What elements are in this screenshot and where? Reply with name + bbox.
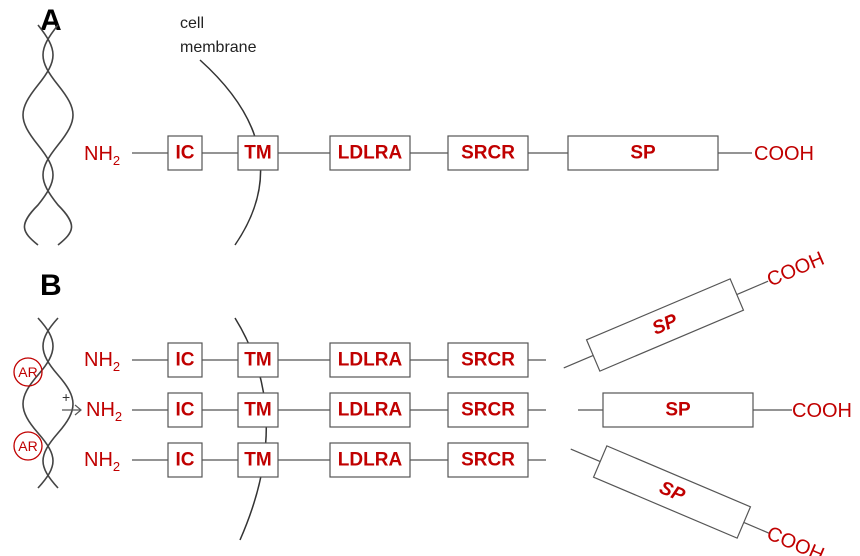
tm-domain-label: TM xyxy=(244,143,271,164)
srcr-domain xyxy=(447,392,529,428)
tm-domain-label: TM xyxy=(244,450,271,471)
membrane-label-line1: cell xyxy=(180,15,204,32)
plus-sign: + xyxy=(62,389,70,405)
ic-domain xyxy=(167,342,203,378)
ldlra-domain xyxy=(329,135,411,171)
ic-domain-label: IC xyxy=(176,400,195,421)
androgen-receptor-icon xyxy=(13,357,43,387)
c-terminus: COOH xyxy=(792,400,852,422)
sp-domain xyxy=(567,135,719,171)
n-terminus: NH2 xyxy=(84,349,120,374)
srcr-domain-label: SRCR xyxy=(461,450,515,471)
srcr-domain-label: SRCR xyxy=(461,143,515,164)
membrane-label-line2: membrane xyxy=(180,39,257,56)
ic-domain-label: IC xyxy=(176,450,195,471)
c-terminus: COOH xyxy=(754,143,814,165)
srcr-domain-label: SRCR xyxy=(461,350,515,371)
tm-domain xyxy=(237,342,279,378)
tm-domain-label: TM xyxy=(244,400,271,421)
ldlra-domain xyxy=(329,442,411,478)
srcr-domain-label: SRCR xyxy=(461,400,515,421)
protein-row-b3: NH2 IC TM LDLRA SRCR xyxy=(84,442,546,478)
sp-domain-label: SP xyxy=(665,400,691,421)
srcr-domain xyxy=(447,342,529,378)
dna-helix-icon xyxy=(22,24,74,246)
n-terminus: NH2 xyxy=(84,143,120,168)
ldlra-domain xyxy=(329,342,411,378)
ar-label-bottom: AR xyxy=(18,438,37,454)
protein-row-b2: NH2 IC TM LDLRA SRCR SP COOH xyxy=(86,392,852,428)
tm-domain xyxy=(237,442,279,478)
sp-fragment-lower: SP COOH xyxy=(570,445,827,556)
ar-label-top: AR xyxy=(18,364,37,380)
tm-domain-label: TM xyxy=(244,350,271,371)
protein-row-b1: NH2 IC TM LDLRA SRCR xyxy=(84,342,546,378)
androgen-receptor-icon xyxy=(13,431,43,461)
sp-domain xyxy=(585,278,745,372)
sp-fragment-upper: SP COOH xyxy=(563,248,828,372)
ldlra-domain-label: LDLRA xyxy=(338,450,403,471)
activation-arrow-icon xyxy=(62,404,82,416)
n-terminus: NH2 xyxy=(86,399,122,424)
ldlra-domain-label: LDLRA xyxy=(338,400,403,421)
protein-row-a: NH2 IC TM LDLRA SRCR SP COOH xyxy=(84,135,814,171)
ldlra-domain-label: LDLRA xyxy=(338,143,403,164)
sp-domain xyxy=(602,392,754,428)
ic-domain-label: IC xyxy=(176,350,195,371)
n-terminus: NH2 xyxy=(84,449,120,474)
ldlra-domain-label: LDLRA xyxy=(338,350,403,371)
sp-domain-label: SP xyxy=(630,143,656,164)
panel-b-label: B xyxy=(40,269,62,302)
ic-domain-label: IC xyxy=(176,143,195,164)
panel-a-label: A xyxy=(40,4,62,37)
c-terminus: COOH xyxy=(764,248,828,292)
dna-helix-icon xyxy=(22,317,74,489)
ic-domain xyxy=(167,135,203,171)
c-terminus: COOH xyxy=(763,523,827,556)
ldlra-domain xyxy=(329,392,411,428)
